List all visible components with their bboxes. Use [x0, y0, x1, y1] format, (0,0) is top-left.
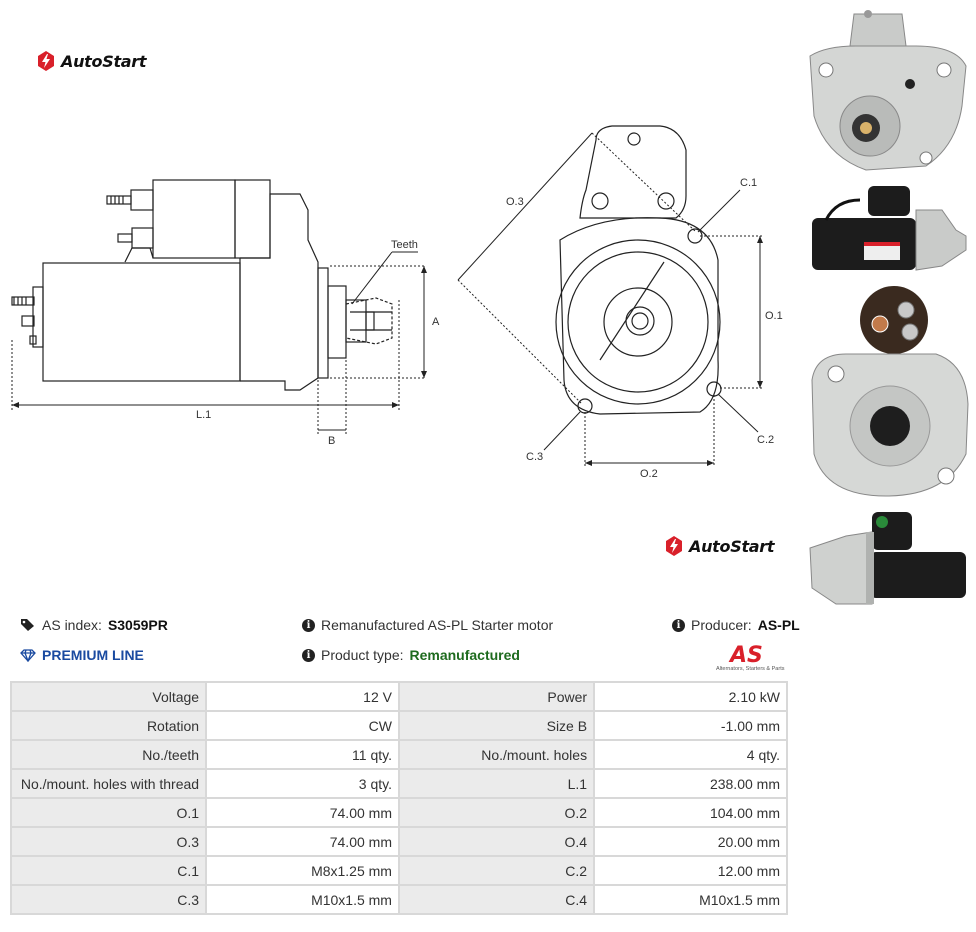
- autostart-logo-icon: [666, 536, 682, 556]
- spec-label: C.4: [397, 884, 596, 915]
- product-type: i Product type: Remanufactured: [302, 647, 520, 663]
- spec-label: C.3: [9, 884, 208, 915]
- autostart-logo-text: AutoStart: [689, 536, 775, 556]
- info-icon: i: [672, 618, 685, 632]
- spec-value: 238.00 mm: [593, 768, 788, 799]
- spec-value: CW: [205, 710, 400, 741]
- label-o2: O.2: [640, 468, 658, 480]
- spec-label: Size B: [397, 710, 596, 741]
- spec-label: L.1: [397, 768, 596, 799]
- premium-line[interactable]: PREMIUM LINE: [20, 647, 144, 663]
- side-view: [11, 179, 427, 434]
- as-pl-logo: AS Alternators, Starters & Parts: [716, 643, 785, 672]
- spec-label: C.1: [9, 855, 208, 886]
- spec-value: 104.00 mm: [593, 797, 788, 828]
- description-text: Remanufactured AS-PL Starter motor: [321, 617, 554, 633]
- tags-icon: [21, 619, 34, 631]
- label-l1: L.1: [196, 409, 211, 421]
- label-c1: C.1: [740, 177, 757, 189]
- technical-drawing: Teeth A L.1 B O.3 C.1 O.1 C.3 C.2 O.2: [11, 125, 783, 480]
- producer: i Producer: AS-PL: [672, 617, 800, 633]
- spec-label: Power: [397, 681, 596, 712]
- autostart-logo-text: AutoStart: [61, 51, 147, 71]
- flange: [559, 217, 719, 415]
- spec-value: M10x1.5 mm: [593, 884, 788, 915]
- product-photo-angle: [806, 508, 970, 608]
- autostart-logo-secondary: AutoStart: [664, 535, 775, 557]
- spec-label: O.3: [9, 826, 208, 857]
- product-type-value: Remanufactured: [409, 647, 520, 663]
- spec-value: 12.00 mm: [593, 855, 788, 886]
- product-photo-rear: [806, 284, 970, 500]
- premium-line-label: PREMIUM LINE: [42, 647, 144, 663]
- spec-value: 2.10 kW: [593, 681, 788, 712]
- spec-value: 3 qty.: [205, 768, 400, 799]
- autostart-logo: AutoStart: [36, 50, 147, 72]
- spec-value: 74.00 mm: [205, 797, 400, 828]
- spec-value: M10x1.5 mm: [205, 884, 400, 915]
- product-photo-side: [806, 180, 970, 276]
- as-logo-tagline: Alternators, Starters & Parts: [716, 666, 785, 672]
- label-c3: C.3: [526, 451, 543, 463]
- product-type-label: Product type:: [321, 647, 404, 663]
- info-icon: i: [302, 648, 315, 662]
- product-photo-front: [806, 6, 970, 178]
- description: i Remanufactured AS-PL Starter motor: [302, 617, 553, 633]
- spec-value: M8x1.25 mm: [205, 855, 400, 886]
- spec-label: No./mount. holes with thread: [9, 768, 208, 799]
- spec-label: Voltage: [9, 681, 208, 712]
- label-a: A: [432, 316, 440, 328]
- spec-label: O.4: [397, 826, 596, 857]
- front-view: [457, 125, 764, 466]
- spec-value: 4 qty.: [593, 739, 788, 770]
- autostart-logo-icon: [38, 51, 54, 71]
- label-teeth: Teeth: [391, 239, 418, 251]
- motor-body: [42, 262, 241, 382]
- as-logo-text: AS: [728, 643, 763, 668]
- spec-value: 11 qty.: [205, 739, 400, 770]
- label-o3: O.3: [506, 196, 524, 208]
- producer-label: Producer:: [691, 617, 752, 633]
- spec-value: 20.00 mm: [593, 826, 788, 857]
- spec-label: O.1: [9, 797, 208, 828]
- as-index-label: AS index:: [42, 617, 102, 633]
- spec-label: No./teeth: [9, 739, 208, 770]
- spec-label: C.2: [397, 855, 596, 886]
- spec-value: -1.00 mm: [593, 710, 788, 741]
- label-b: B: [328, 435, 335, 447]
- diamond-icon: [20, 648, 36, 662]
- label-o1: O.1: [765, 310, 783, 322]
- spec-label: No./mount. holes: [397, 739, 596, 770]
- solenoid: [152, 179, 236, 259]
- spec-label: Rotation: [9, 710, 208, 741]
- as-index-value: S3059PR: [107, 617, 168, 633]
- spec-value: 74.00 mm: [205, 826, 400, 857]
- as-index: AS index: S3059PR: [20, 617, 168, 633]
- spec-label: O.2: [397, 797, 596, 828]
- producer-value: AS-PL: [757, 617, 800, 633]
- label-c2: C.2: [757, 434, 774, 446]
- spec-value: 12 V: [205, 681, 400, 712]
- info-icon: i: [302, 618, 315, 632]
